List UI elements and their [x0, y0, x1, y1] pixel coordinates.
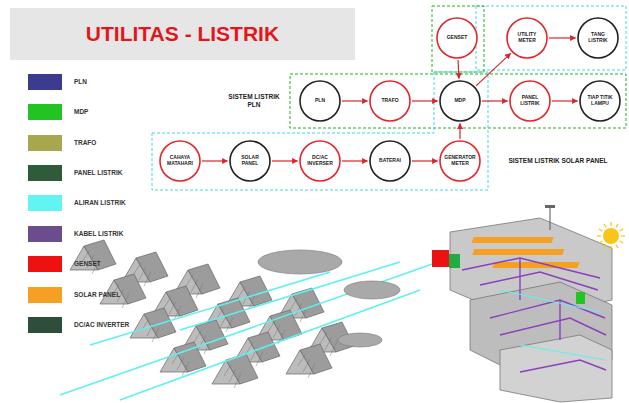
- flow-arrow: [552, 100, 578, 101]
- legend-swatch: [28, 287, 62, 303]
- flow-arrow: [272, 160, 298, 161]
- legend-swatch: [28, 195, 62, 211]
- flow-circle: TIAP TITIK LAMPU: [579, 80, 621, 122]
- flow-arrow: [412, 100, 438, 101]
- cable-lines: [60, 262, 438, 400]
- flow-circle: GENSET: [436, 17, 478, 59]
- flow-circle: DC/AC INVERSER: [299, 140, 341, 182]
- node-label: GENSET: [441, 35, 473, 41]
- legend-text: PANEL LISTRIK: [74, 169, 123, 176]
- flow-circle: PANEL LISTRIK: [509, 80, 551, 122]
- node-label: TIAP TITIK LAMPU: [584, 95, 616, 107]
- sun-symbol: [597, 222, 625, 250]
- legend-text: MDP: [74, 108, 88, 115]
- legend-swatch: [28, 104, 62, 120]
- flow-arrow: [342, 160, 368, 161]
- title-band: [10, 8, 355, 60]
- legend-text: GENSET: [74, 260, 101, 267]
- node-label: PANEL LISTRIK: [514, 95, 546, 107]
- flow-circle: BATERAI: [369, 140, 411, 182]
- discs: [258, 250, 400, 347]
- node-label: MDP: [444, 98, 476, 104]
- system-label: SISTEM LISTRIK PLN: [222, 93, 286, 109]
- flow-arrow: [476, 53, 511, 86]
- node-label: BATERAI: [374, 158, 406, 164]
- flow-circle: SOLAR PANEL: [229, 140, 271, 182]
- flow-circle: PLN: [299, 80, 341, 122]
- flow-arrow: [482, 100, 508, 101]
- node-label: CAHAYA MATAHARI: [164, 155, 196, 167]
- flow-arrow: [202, 160, 228, 161]
- legend-text: ALIRAN LISTRIK: [74, 199, 126, 206]
- flow-circle: TRAFO: [369, 80, 411, 122]
- node-label: GENERATOR METER: [444, 155, 476, 167]
- node-label: DC/AC INVERSER: [304, 155, 336, 167]
- node-label: UTILITY METER: [511, 32, 543, 44]
- flow-arrow: [549, 37, 576, 38]
- flow-circle: CAHAYA MATAHARI: [159, 140, 201, 182]
- flow-arrow: [412, 160, 438, 161]
- legend-swatch: [28, 74, 62, 90]
- node-label: PLN: [304, 98, 336, 104]
- flow-arrow: [342, 100, 368, 101]
- main-building: [432, 205, 612, 402]
- flow-arrow: [459, 124, 460, 140]
- legend-swatch: [28, 226, 62, 242]
- legend-text: TRAFO: [74, 139, 96, 146]
- node-label: SOLAR PANEL: [234, 155, 266, 167]
- legend-swatch: [28, 135, 62, 151]
- legend-text: DC/AC INVERTER: [74, 321, 129, 328]
- legend-text: SOLAR PANEL: [74, 291, 120, 298]
- flow-circle: GENERATOR METER: [439, 140, 481, 182]
- page-title: UTILITAS - LISTRIK: [10, 8, 355, 60]
- legend-swatch: [28, 317, 62, 333]
- system-label: SISTEM LISTRIK SOLAR PANEL: [498, 157, 618, 165]
- flow-circle: TANG LISTRIK: [577, 17, 619, 59]
- legend-swatch: [28, 256, 62, 272]
- legend-text: KABEL LISTRIK: [74, 230, 123, 237]
- legend-swatch: [28, 165, 62, 181]
- flow-circle: UTILITY METER: [506, 17, 548, 59]
- legend-text: PLN: [74, 78, 87, 85]
- node-label: TANG LISTRIK: [582, 32, 614, 44]
- node-label: TRAFO: [374, 98, 406, 104]
- flow-circle: MDP: [439, 80, 481, 122]
- flow-arrow: [457, 60, 459, 79]
